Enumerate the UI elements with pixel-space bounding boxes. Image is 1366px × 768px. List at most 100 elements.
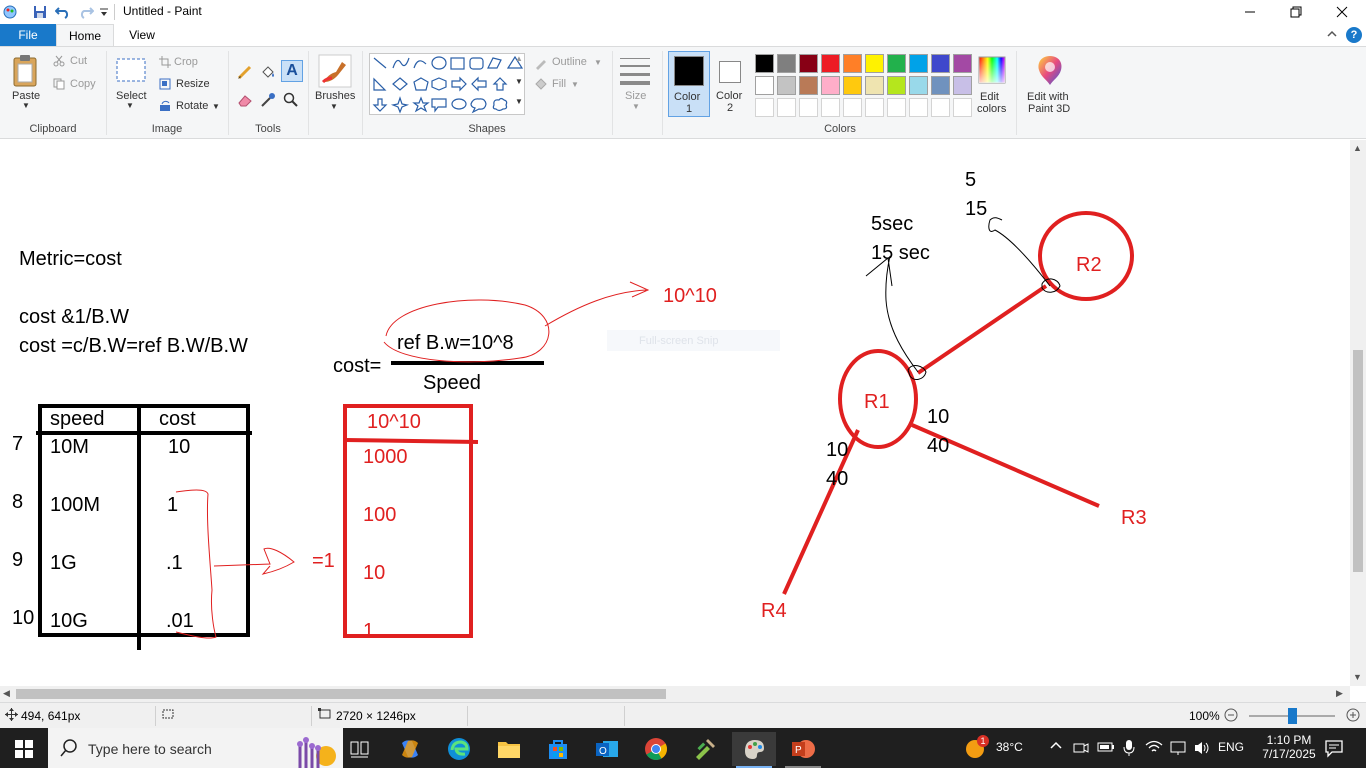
edit-colors-label-line1[interactable]: Edit — [980, 91, 999, 103]
clock[interactable]: 1:10 PM 7/17/2025 — [1262, 733, 1316, 761]
copy-button[interactable]: Copy — [70, 78, 96, 90]
zoom-slider-thumb[interactable] — [1288, 708, 1297, 724]
brushes-icon[interactable] — [317, 53, 353, 89]
tab-home[interactable]: Home — [56, 24, 114, 47]
brushes-dropdown-icon[interactable]: ▼ — [330, 102, 338, 111]
customize-quick-access-icon[interactable] — [98, 3, 110, 21]
taskbar-app-paint[interactable] — [732, 732, 776, 766]
palette-custom-slot[interactable] — [953, 98, 972, 117]
horizontal-scroll-thumb[interactable] — [16, 689, 666, 699]
wifi-icon[interactable] — [1145, 740, 1163, 757]
taskbar-app-chrome[interactable] — [634, 732, 678, 766]
shapes-scroll-up-icon[interactable]: ▲ — [515, 54, 523, 63]
fill-button[interactable]: Fill — [552, 78, 567, 90]
palette-swatch[interactable] — [799, 54, 818, 73]
palette-swatch[interactable] — [865, 76, 884, 95]
shapes-gallery[interactable] — [369, 53, 525, 115]
palette-swatch[interactable] — [821, 54, 840, 73]
paste-dropdown-icon[interactable]: ▼ — [22, 101, 30, 110]
undo-icon[interactable] — [54, 3, 72, 21]
color-picker-icon[interactable] — [259, 91, 277, 109]
pencil-icon[interactable] — [236, 63, 254, 81]
notifications-button[interactable] — [1324, 738, 1344, 761]
palette-swatch[interactable] — [909, 76, 928, 95]
color2-button[interactable]: Color 2 — [712, 51, 750, 117]
paste-icon[interactable] — [10, 53, 42, 89]
taskbar-app-edge[interactable] — [437, 732, 481, 766]
palette-swatch[interactable] — [931, 76, 950, 95]
canvas-workspace[interactable]: Metric=cost cost &1/B.W cost =c/B.W=ref … — [0, 140, 1350, 686]
zoom-in-button[interactable] — [1346, 708, 1360, 725]
paint3d-label-line1[interactable]: Edit with — [1027, 91, 1069, 103]
eraser-icon[interactable] — [236, 91, 254, 109]
tab-file[interactable]: File — [0, 24, 56, 47]
scroll-down-icon[interactable]: ▼ — [1353, 672, 1362, 682]
palette-swatch[interactable] — [953, 54, 972, 73]
shapes-scroll-down-icon[interactable]: ▼ — [515, 77, 523, 86]
meet-now-icon[interactable] — [1073, 740, 1089, 759]
fill-dropdown-icon[interactable]: ▼ — [571, 80, 579, 89]
palette-custom-slot[interactable] — [909, 98, 928, 117]
palette-swatch[interactable] — [777, 76, 796, 95]
palette-swatch[interactable] — [821, 76, 840, 95]
taskbar-app-copilot[interactable] — [388, 732, 432, 766]
brushes-button[interactable]: Brushes — [315, 90, 356, 102]
task-view-button[interactable] — [338, 732, 382, 766]
palette-custom-slot[interactable] — [755, 98, 774, 117]
palette-swatch[interactable] — [953, 76, 972, 95]
paint3d-icon[interactable] — [1034, 53, 1066, 87]
palette-custom-slot[interactable] — [931, 98, 950, 117]
palette-custom-slot[interactable] — [843, 98, 862, 117]
palette-custom-slot[interactable] — [777, 98, 796, 117]
resize-button[interactable]: Resize — [176, 78, 210, 90]
select-button[interactable]: Select — [116, 90, 147, 102]
close-button[interactable] — [1319, 0, 1365, 24]
scroll-right-icon[interactable]: ▶ — [1336, 688, 1343, 698]
palette-swatch[interactable] — [909, 54, 928, 73]
drawing-canvas[interactable]: Metric=cost cost &1/B.W cost =c/B.W=ref … — [0, 140, 1350, 686]
palette-swatch[interactable] — [799, 76, 818, 95]
taskbar-search-box[interactable]: Type here to search — [48, 728, 343, 768]
battery-icon[interactable] — [1097, 740, 1115, 757]
palette-custom-slot[interactable] — [865, 98, 884, 117]
taskbar-app-outlook[interactable]: O — [585, 732, 629, 766]
paint-app-icon[interactable] — [2, 3, 18, 21]
rotate-button[interactable]: Rotate — [176, 100, 209, 112]
palette-swatch[interactable] — [755, 54, 774, 73]
zoom-out-button[interactable] — [1224, 708, 1238, 725]
palette-swatch[interactable] — [865, 54, 884, 73]
paint3d-label-line2[interactable]: Paint 3D — [1028, 103, 1071, 115]
size-icon[interactable] — [618, 55, 652, 87]
palette-swatch[interactable] — [843, 76, 862, 95]
taskbar-app-store[interactable] — [536, 732, 580, 766]
vertical-scrollbar[interactable]: ▲ ▼ — [1350, 140, 1366, 686]
magnifier-icon[interactable] — [282, 91, 300, 109]
edit-colors-label-line2[interactable]: colors — [977, 103, 1007, 115]
shapes-expand-icon[interactable]: ▼ — [515, 97, 523, 106]
outline-dropdown-icon[interactable]: ▼ — [594, 58, 602, 67]
crop-button[interactable]: Crop — [174, 56, 198, 68]
minimize-button[interactable] — [1227, 0, 1273, 24]
restore-button[interactable] — [1273, 0, 1319, 24]
fill-bucket-icon[interactable] — [259, 63, 277, 81]
palette-custom-slot[interactable] — [887, 98, 906, 117]
taskbar-app-powerpoint[interactable]: P — [781, 732, 825, 766]
palette-swatch[interactable] — [887, 76, 906, 95]
volume-icon[interactable] — [1193, 740, 1211, 759]
palette-custom-slot[interactable] — [821, 98, 840, 117]
paste-button[interactable]: Paste — [12, 90, 41, 102]
outline-button[interactable]: Outline — [552, 56, 587, 68]
palette-swatch[interactable] — [755, 76, 774, 95]
palette-swatch[interactable] — [843, 54, 862, 73]
scroll-left-icon[interactable]: ◀ — [3, 688, 10, 698]
collapse-ribbon-icon[interactable] — [1326, 28, 1338, 43]
taskbar-app-file-explorer[interactable] — [487, 732, 531, 766]
palette-swatch[interactable] — [887, 54, 906, 73]
select-icon[interactable] — [115, 57, 147, 83]
start-button[interactable] — [2, 732, 46, 766]
redo-icon[interactable] — [77, 3, 95, 21]
scroll-up-icon[interactable]: ▲ — [1353, 143, 1362, 153]
cut-button[interactable]: Cut — [70, 55, 88, 67]
input-language[interactable]: ENG — [1218, 740, 1245, 754]
palette-swatch[interactable] — [777, 54, 796, 73]
